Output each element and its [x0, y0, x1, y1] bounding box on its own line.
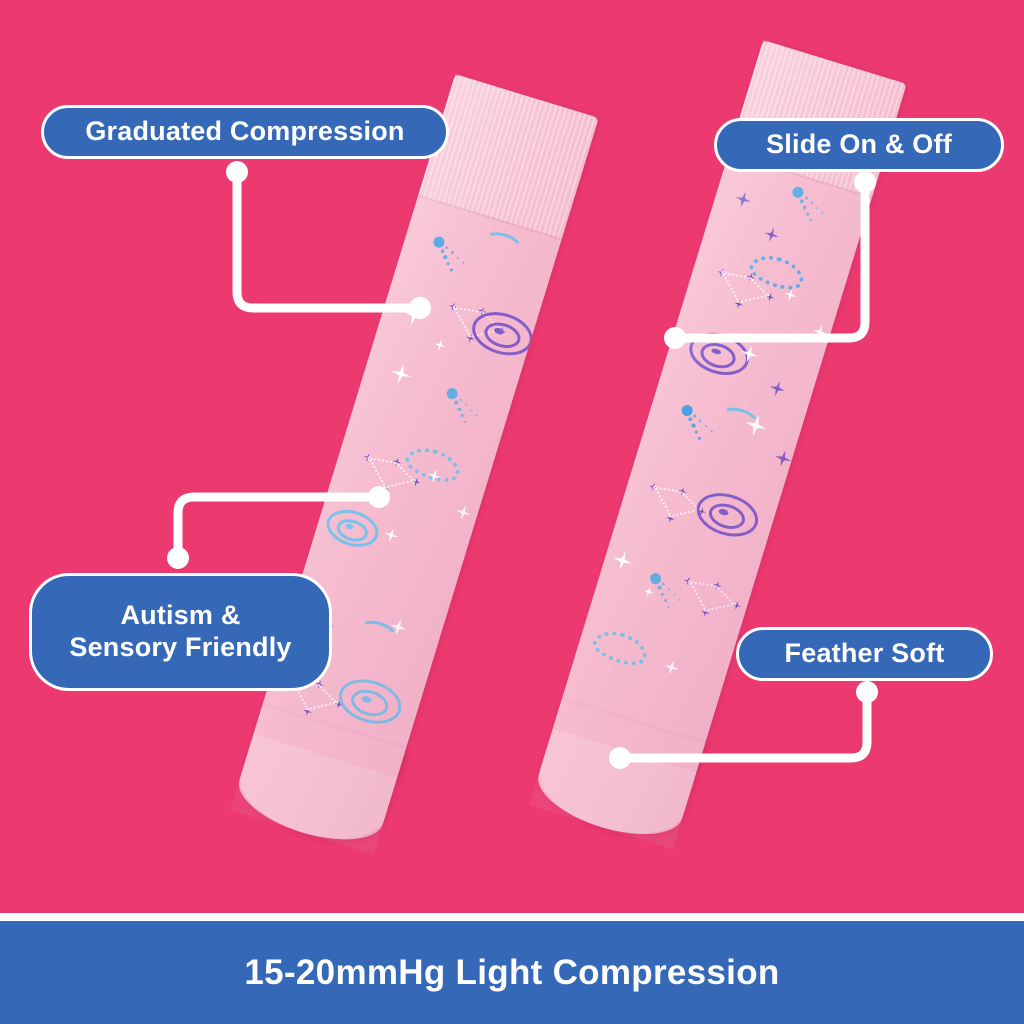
star-motif	[662, 658, 681, 677]
connector-autism-sensory	[172, 491, 386, 569]
star-motif	[389, 361, 414, 386]
connector-dot-target-graduated	[409, 297, 431, 319]
connector-dot-target-slide	[664, 327, 686, 349]
spiral-galaxy-motif	[332, 672, 407, 732]
constellation-motif	[677, 576, 745, 633]
connector-dot-target-feather	[609, 747, 631, 769]
callout-autism-sensory-friendly-label: Autism & Sensory Friendly	[69, 600, 292, 662]
callout-feather-soft-label: Feather Soft	[784, 638, 945, 669]
comet-motif	[439, 387, 480, 428]
star-motif	[772, 448, 793, 469]
connector-line	[173, 492, 385, 568]
callout-slide-on-off-label: Slide On & Off	[766, 129, 952, 160]
comet-motif	[425, 234, 466, 276]
nebula-cloud-motif	[589, 625, 652, 671]
connector-dot-label-slide	[854, 171, 876, 193]
compression-banner-text: 15-20mmHg Light Compression	[244, 952, 780, 992]
crescent-arc-motif	[354, 615, 400, 650]
product-photo: Graduated Compression Slide On & Off Aut…	[29, 40, 1004, 855]
connector-line	[616, 687, 872, 763]
connector-graduated-compression	[231, 172, 426, 314]
callout-feather-soft[interactable]: Feather Soft	[736, 627, 993, 681]
crescent-arc-motif	[479, 228, 525, 262]
connector-dot-target-autism	[368, 486, 390, 508]
star-motif	[454, 503, 473, 522]
comet-motif	[673, 403, 714, 444]
star-motif	[611, 549, 635, 573]
connector-slide-on-off	[670, 182, 871, 348]
connector-feather-soft	[615, 686, 873, 770]
connector-dot-label-feather	[856, 681, 878, 703]
connector-line	[232, 173, 425, 313]
comet-motif	[642, 571, 683, 613]
callout-graduated-compression-label: Graduated Compression	[85, 116, 405, 147]
compression-banner: 15-20mmHg Light Compression	[0, 921, 1024, 1024]
crescent-arc-motif	[716, 403, 762, 438]
connector-dot-label-autism	[167, 547, 189, 569]
callout-graduated-compression[interactable]: Graduated Compression	[41, 105, 449, 159]
callout-autism-sensory-friendly[interactable]: Autism & Sensory Friendly	[29, 573, 332, 691]
star-motif	[767, 379, 787, 399]
connector-dot-label-graduated	[226, 161, 248, 183]
connector-line	[671, 183, 870, 343]
spiral-galaxy-motif	[691, 485, 764, 544]
banner-divider	[0, 913, 1024, 921]
callout-slide-on-off[interactable]: Slide On & Off	[714, 118, 1004, 172]
